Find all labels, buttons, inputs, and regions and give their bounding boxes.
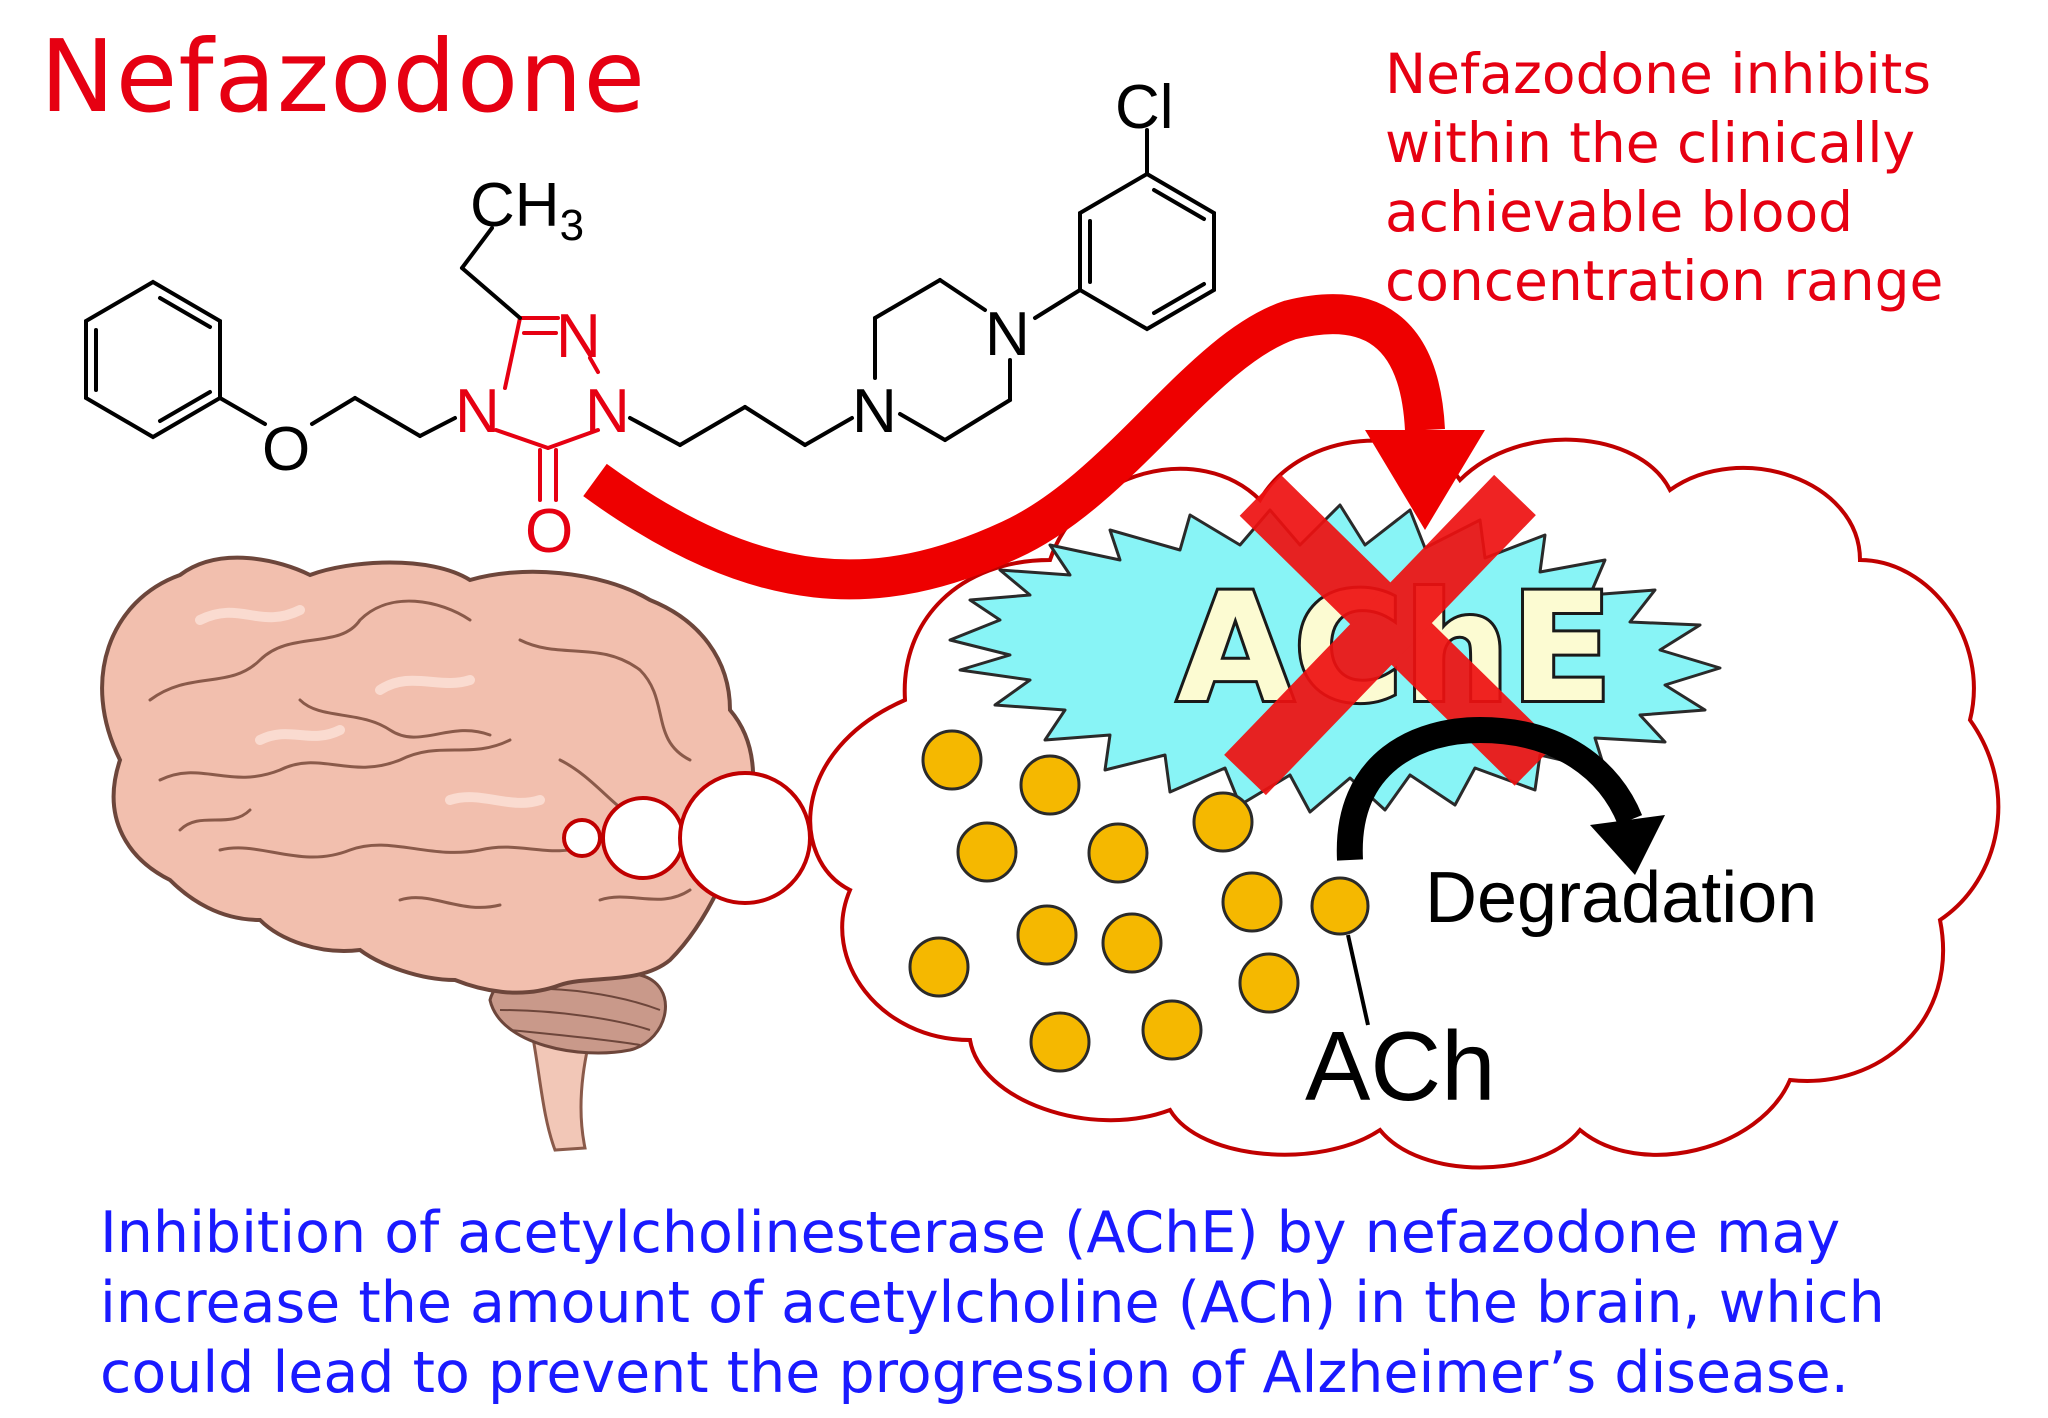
bond xyxy=(310,396,357,426)
ach-dot xyxy=(1019,754,1081,816)
ach-dot xyxy=(1101,912,1163,974)
atom-label: N xyxy=(455,377,500,446)
ch-label: CH xyxy=(470,171,560,240)
triazolone-ring xyxy=(494,316,600,502)
ach-dot xyxy=(908,936,970,998)
bond xyxy=(418,416,457,438)
degradation-arrow xyxy=(1336,716,1665,875)
caption: Inhibition of acetylcholinesterase (AChE… xyxy=(100,1198,2030,1408)
atom-label: O xyxy=(525,497,573,566)
atom-label: N xyxy=(852,377,897,446)
bond xyxy=(460,266,522,320)
phenyl-ring xyxy=(84,279,222,440)
inhibition-note: Nefazodone inhibits within the clinicall… xyxy=(1385,40,2025,316)
atom-label: O xyxy=(262,415,310,484)
note-line: Nefazodone inhibits xyxy=(1385,42,1931,106)
bond xyxy=(218,396,267,426)
caption-line: Inhibition of acetylcholinesterase (AChE… xyxy=(100,1200,1841,1266)
atom-labels: O N N N O CH3 N N Cl xyxy=(262,73,1174,566)
ach-dot xyxy=(1029,1011,1091,1073)
ach-dot xyxy=(1016,904,1078,966)
atom-label: N xyxy=(585,377,630,446)
ach-dot xyxy=(1238,952,1300,1014)
bond xyxy=(628,416,682,447)
ach-dot xyxy=(921,729,983,791)
atom-label: N xyxy=(556,302,601,371)
degradation-label: Degradation xyxy=(1425,858,1817,938)
ach-molecules xyxy=(908,729,1370,1073)
note-line: within the clinically xyxy=(1385,111,1916,175)
ach-dot xyxy=(956,821,1018,883)
chlorophenyl-ring xyxy=(1078,171,1216,332)
inhibition-arrow xyxy=(583,294,1485,600)
atom-label: CH3 xyxy=(470,171,584,250)
bond xyxy=(678,405,747,447)
ach-pointer-line xyxy=(1346,934,1370,1026)
note-line: achievable blood xyxy=(1385,180,1854,244)
note-line: concentration range xyxy=(1385,249,1944,313)
thought-bubble-large xyxy=(678,771,812,905)
ach-dot xyxy=(1221,871,1283,933)
thought-bubble-medium xyxy=(601,796,685,880)
atom-label: Cl xyxy=(1115,73,1174,142)
ach-dot xyxy=(1192,791,1254,853)
ach-dot xyxy=(1310,876,1370,936)
caption-line: could lead to prevent the progression of… xyxy=(100,1340,1849,1406)
bond xyxy=(743,405,807,447)
thought-bubble-small xyxy=(562,818,602,858)
caption-line: increase the amount of acetylcholine (AC… xyxy=(100,1270,1885,1336)
bond xyxy=(803,416,854,447)
ach-label: ACh xyxy=(1305,1011,1496,1121)
ach-dot xyxy=(1141,999,1203,1061)
bond xyxy=(353,396,422,438)
bond xyxy=(1033,288,1082,320)
nefazodone-structure xyxy=(84,128,1216,502)
ch-subscript: 3 xyxy=(560,201,584,250)
atom-label: N xyxy=(985,300,1030,369)
bond xyxy=(460,226,494,270)
piperazine-ring xyxy=(873,278,1012,442)
title: Nefazodone xyxy=(40,18,647,135)
brain-illustration xyxy=(100,555,756,1152)
ach-dot xyxy=(1087,822,1149,884)
